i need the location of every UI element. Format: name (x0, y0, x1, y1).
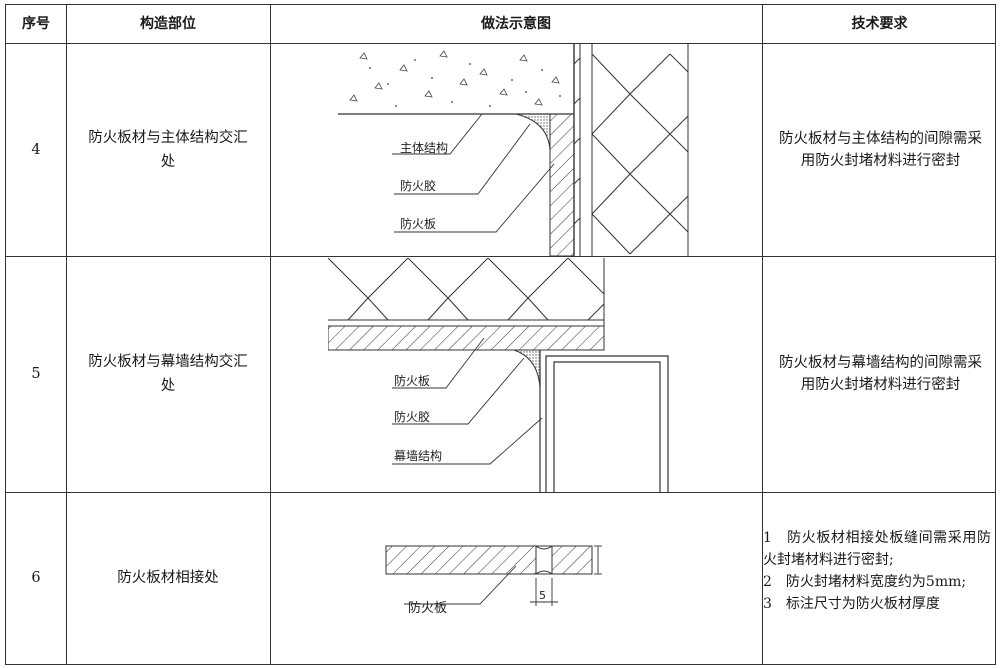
header-part: 构造部位 (140, 16, 196, 32)
header-divider (6, 43, 995, 44)
row-number: 5 (31, 366, 41, 382)
row-number: 4 (31, 141, 41, 158)
diagram-label: 主体结构 (400, 140, 448, 155)
construction-part: 防火板材与主体结构交汇处 (88, 129, 248, 170)
row-divider (6, 256, 995, 257)
construction-part: 防火板材与幕墙结构交汇处 (88, 354, 248, 394)
diagram-board-joint: 5 防火板 (385, 545, 602, 616)
header-no: 序号 (22, 16, 50, 32)
diagram-curtain-wall-junction: 防火板 防火胶 幕墙结构 (328, 258, 669, 492)
technical-requirement: 防火板材与幕墙结构的间隙需采用防火封堵材料进行密封 (779, 355, 982, 393)
column-divider (762, 5, 763, 664)
requirement-item: 2 防火封堵材料宽度约为5mm; (763, 574, 967, 590)
diagram-label: 防火板 (408, 600, 447, 616)
diagram-main-structure-junction: 主体结构 防火胶 防火板 (338, 44, 698, 256)
column-divider (66, 5, 67, 664)
column-divider (270, 5, 271, 664)
header-requirement: 技术要求 (851, 16, 908, 32)
diagram-label: 幕墙结构 (394, 448, 442, 463)
requirement-list: 1 防火板材相接处板缝间需采用防火封堵材料进行密封; 2 防火封堵材料宽度约为5… (763, 527, 991, 615)
header-diagram: 做法示意图 (481, 16, 551, 32)
dimension-label: 5 (539, 589, 546, 602)
construction-part: 防火板材相接处 (117, 570, 219, 586)
diagram-label: 防火胶 (400, 178, 436, 193)
technical-requirement: 防火板材与主体结构的间隙需采用防火封堵材料进行密封 (779, 130, 982, 169)
diagram-label: 防火板 (400, 216, 436, 231)
diagram-label: 防火板 (394, 373, 430, 388)
requirement-item: 3 标注尺寸为防火板材厚度 (763, 596, 940, 612)
construction-detail-table: 序号 构造部位 做法示意图 技术要求 4 防火板材与主体结构交汇处 防火板材与主… (5, 4, 996, 665)
row-number: 6 (31, 570, 41, 586)
requirement-item: 1 防火板材相接处板缝间需采用防火封堵材料进行密封; (763, 530, 991, 568)
diagram-label: 防火胶 (394, 409, 430, 424)
row-divider (6, 492, 995, 493)
